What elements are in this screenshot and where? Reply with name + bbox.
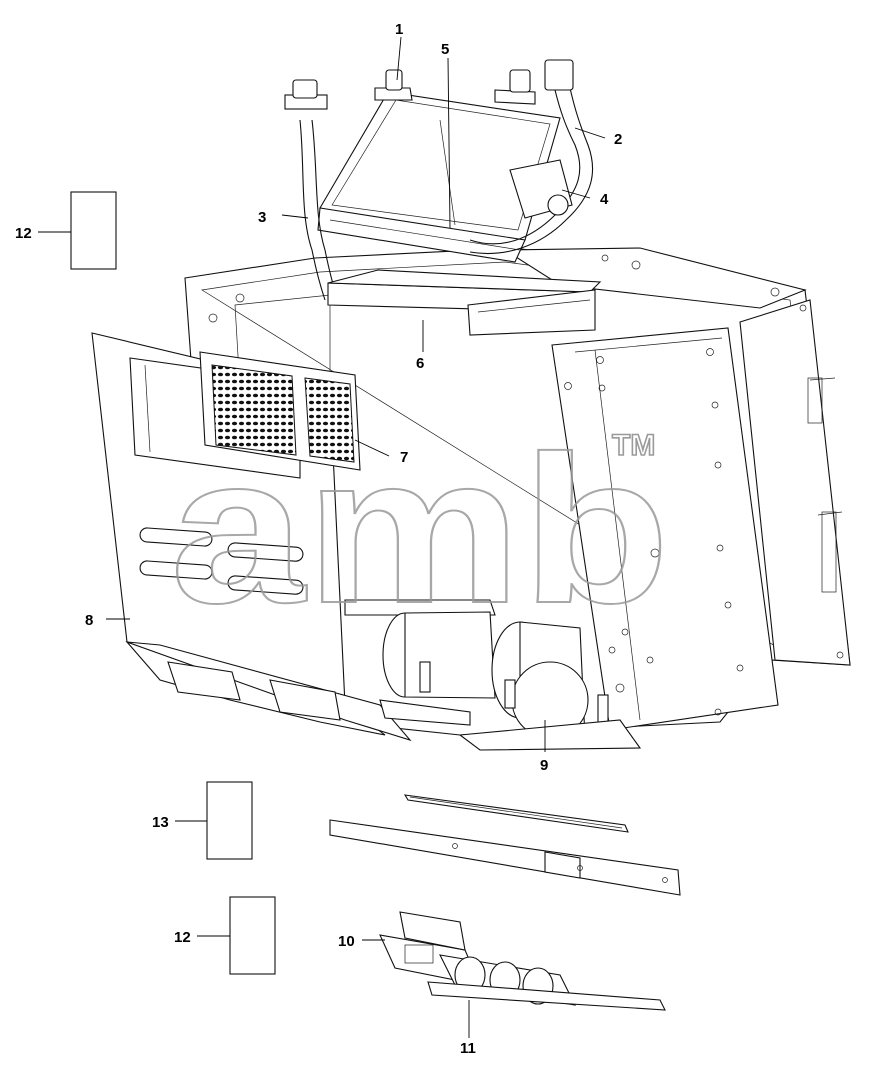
- leader-lines: [38, 36, 606, 1038]
- coolant-pipes: [284, 59, 594, 301]
- svg-text:TM: TM: [612, 429, 655, 462]
- callout-2: 2: [614, 131, 622, 148]
- callout-4: 4: [600, 191, 609, 208]
- callout-9: 9: [540, 757, 548, 774]
- side-cover-plate: [551, 327, 779, 731]
- callout-3: 3: [258, 209, 266, 226]
- svg-text:amb: amb: [170, 412, 670, 647]
- callout-10: 10: [338, 933, 355, 950]
- callout-6: 6: [416, 355, 424, 372]
- callout-7: 7: [400, 449, 408, 466]
- part-12-box-upper: [70, 191, 117, 270]
- blower-duct: [327, 269, 602, 336]
- callout-labels: 1 2 3 4 5 6 7 8 9 10 11 12 13 12: [15, 21, 622, 1057]
- heater-core: [317, 69, 561, 263]
- callout-8: 8: [85, 612, 93, 629]
- part-13-box: [206, 781, 253, 860]
- callout-12-upper: 12: [15, 225, 32, 242]
- callout-1: 1: [395, 21, 403, 38]
- callout-13: 13: [152, 814, 169, 831]
- vent-assembly: [379, 911, 666, 1011]
- callout-5: 5: [441, 41, 449, 58]
- filter-grille: [199, 351, 361, 471]
- seal-gaskets: [329, 794, 681, 896]
- callout-12-lower: 12: [174, 929, 191, 946]
- callout-11: 11: [460, 1040, 476, 1057]
- part-12-box-lower: [229, 896, 276, 975]
- blower-motor: [344, 599, 642, 751]
- watermark: amb TM: [169, 411, 671, 648]
